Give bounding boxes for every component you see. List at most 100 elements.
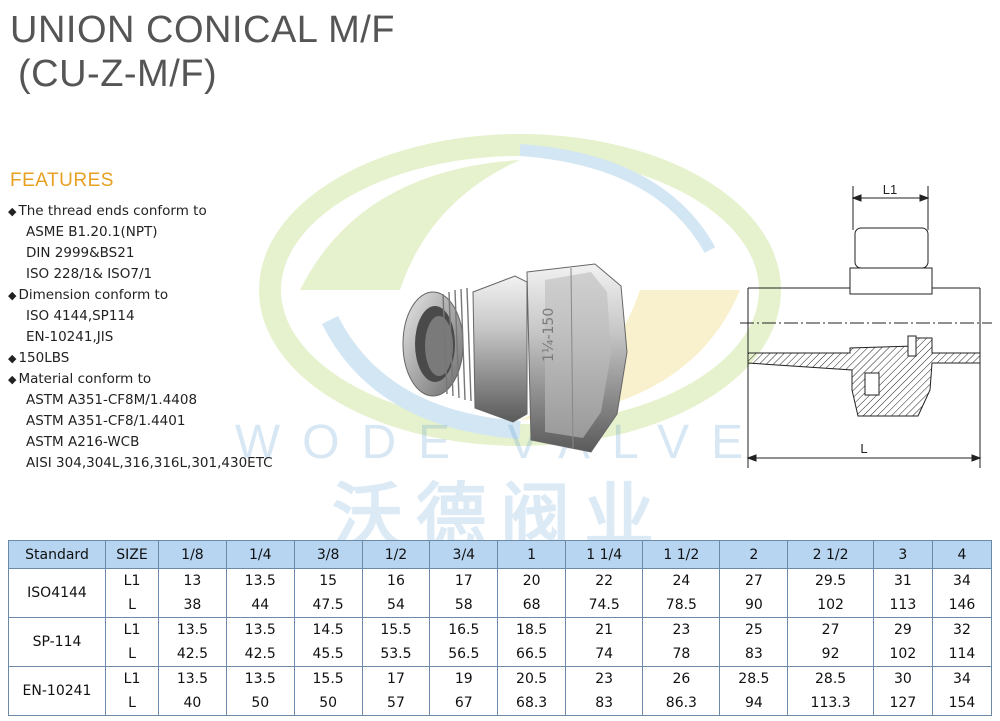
value-cell: 68 (497, 593, 567, 618)
feature-sub: ASTM A216-WCB (26, 434, 140, 450)
value-cell: 22 (565, 568, 644, 593)
value-cell: 13.5 (225, 617, 295, 642)
value-cell: 13.5 (225, 666, 295, 691)
value-cell: 57 (361, 691, 431, 716)
feature-sub: ASTM A351-CF8M/1.4408 (26, 392, 198, 408)
value-cell: 47.5 (293, 593, 363, 618)
value-cell: 19 (429, 666, 499, 691)
feature-sub: ISO 4144,SP114 (26, 308, 135, 324)
value-cell: 27 (719, 568, 789, 593)
header-cell: 1 (497, 540, 567, 569)
feature-sub: ASME B1.20.1(NPT) (26, 224, 158, 240)
value-cell: 83 (719, 642, 789, 667)
value-cell: 54 (361, 593, 431, 618)
feature-sub: EN-10241,JIS (26, 329, 114, 345)
value-cell: 44 (225, 593, 295, 618)
value-cell: 21 (565, 617, 644, 642)
title-line-1: UNION CONICAL M/F (10, 9, 395, 51)
size-cell: L (105, 593, 159, 618)
header-cell: 1 1/4 (565, 540, 644, 569)
value-cell: 24 (642, 568, 721, 593)
value-cell: 58 (429, 593, 499, 618)
header-cell: 3/4 (429, 540, 499, 569)
feature-bullet: ◆Dimension conform to (8, 287, 169, 303)
value-cell: 94 (719, 691, 789, 716)
value-cell: 34 (931, 568, 993, 593)
size-cell: L (105, 691, 159, 716)
diamond-bullet-icon: ◆ (8, 352, 17, 365)
value-cell: 53.5 (361, 642, 431, 667)
value-cell: 90 (719, 593, 789, 618)
value-cell: 74.5 (565, 593, 644, 618)
value-cell: 78.5 (642, 593, 721, 618)
value-cell: 14.5 (293, 617, 363, 642)
header-cell: 1/2 (361, 540, 431, 569)
value-cell: 102 (872, 642, 933, 667)
value-cell: 20 (497, 568, 567, 593)
value-cell: 28.5 (787, 666, 874, 691)
value-cell: 16 (361, 568, 431, 593)
value-cell: 31 (872, 568, 933, 593)
value-cell: 42.5 (158, 642, 227, 667)
dimension-table: Standard SIZE 1/8 1/4 3/8 1/2 3/4 1 1 1/… (8, 540, 993, 716)
value-cell: 13 (158, 568, 227, 593)
value-cell: 86.3 (642, 691, 721, 716)
value-cell: 15.5 (293, 666, 363, 691)
value-cell: 25 (719, 617, 789, 642)
value-cell: 83 (565, 691, 644, 716)
diamond-bullet-icon: ◆ (8, 289, 17, 302)
value-cell: 113.3 (787, 691, 874, 716)
value-cell: 18.5 (497, 617, 567, 642)
header-standard: Standard (8, 540, 106, 569)
value-cell: 74 (565, 642, 644, 667)
diamond-bullet-icon: ◆ (8, 373, 17, 386)
value-cell: 17 (361, 666, 431, 691)
value-cell: 146 (931, 593, 993, 618)
header-cell: 1 1/2 (642, 540, 721, 569)
product-image: 1¼-150 (402, 263, 628, 453)
standard-cell: SP-114 (8, 617, 106, 667)
value-cell: 38 (158, 593, 227, 618)
value-cell: 29.5 (787, 568, 874, 593)
size-cell: L (105, 642, 159, 667)
value-cell: 16.5 (429, 617, 499, 642)
dimension-label-l1: L1 (883, 182, 897, 197)
feature-sub: ISO 228/1& ISO7/1 (26, 266, 153, 282)
value-cell: 102 (787, 593, 874, 618)
value-cell: 13.5 (158, 666, 227, 691)
value-cell: 50 (225, 691, 295, 716)
value-cell: 127 (872, 691, 933, 716)
header-cell: 1/4 (225, 540, 295, 569)
value-cell: 113 (872, 593, 933, 618)
feature-bullet: ◆Material conform to (8, 371, 152, 387)
value-cell: 45.5 (293, 642, 363, 667)
header-cell: 3 (872, 540, 933, 569)
value-cell: 29 (872, 617, 933, 642)
value-cell: 40 (158, 691, 227, 716)
value-cell: 34 (931, 666, 993, 691)
standard-cell: ISO4144 (8, 568, 106, 618)
feature-bullet: ◆150LBS (8, 350, 70, 366)
value-cell: 13.5 (158, 617, 227, 642)
value-cell: 56.5 (429, 642, 499, 667)
value-cell: 66.5 (497, 642, 567, 667)
title-line-2: (CU-Z-M/F) (18, 53, 218, 95)
value-cell: 20.5 (497, 666, 567, 691)
value-cell: 154 (931, 691, 993, 716)
header-cell: 3/8 (293, 540, 363, 569)
value-cell: 15 (293, 568, 363, 593)
features-heading: FEATURES (10, 170, 114, 191)
feature-sub: DIN 2999&BS21 (26, 245, 135, 261)
size-cell: L1 (105, 666, 159, 691)
value-cell: 78 (642, 642, 721, 667)
size-cell: L1 (105, 617, 159, 642)
value-cell: 23 (642, 617, 721, 642)
value-cell: 92 (787, 642, 874, 667)
diamond-bullet-icon: ◆ (8, 205, 17, 218)
value-cell: 42.5 (225, 642, 295, 667)
